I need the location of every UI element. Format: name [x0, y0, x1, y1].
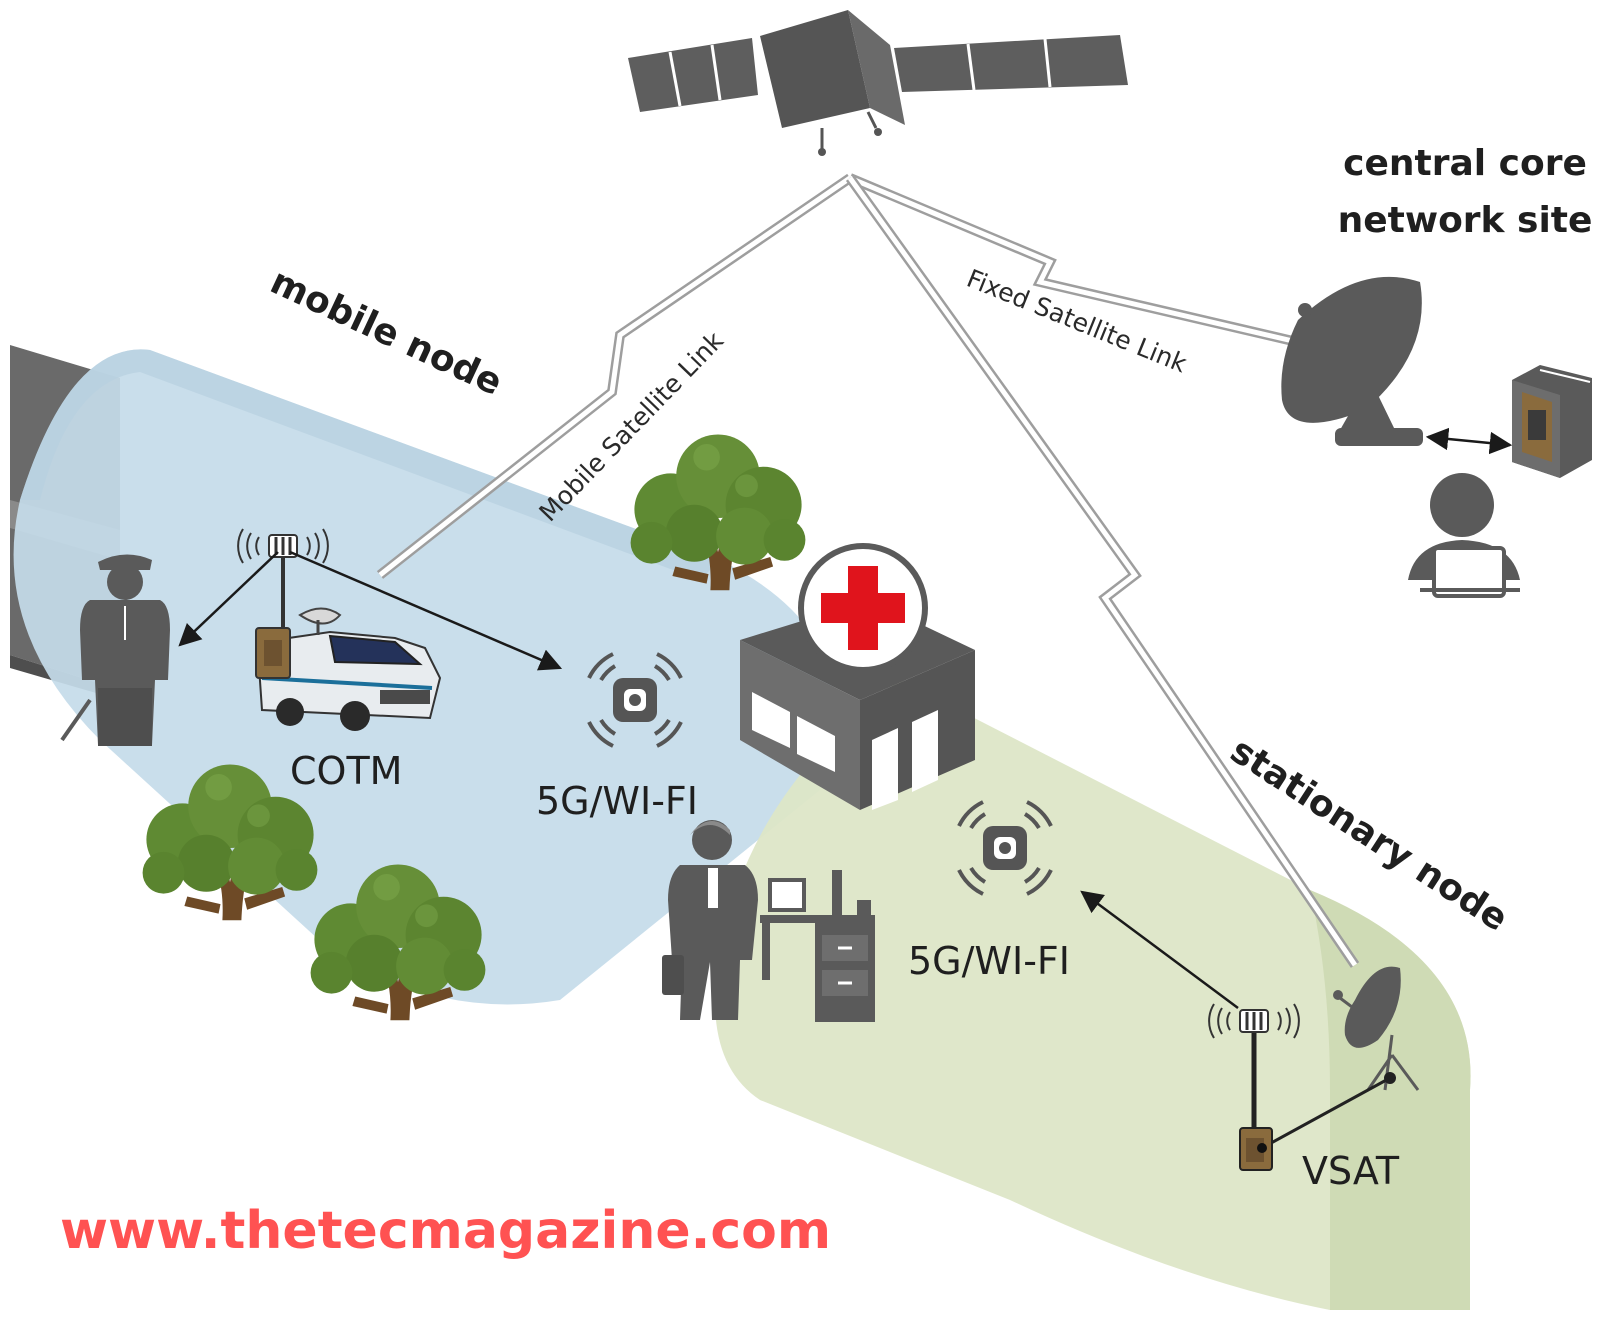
fixed-satellite-link: [848, 173, 1312, 350]
vsat-to-wifi-arrow: [1080, 890, 1239, 1010]
mobile-node-label: mobile node: [264, 261, 508, 404]
watermark-url: www.thetecmagazine.com: [60, 1201, 831, 1261]
server-rack-icon: [1512, 365, 1592, 478]
central-core-label-line1: central core: [1343, 143, 1587, 184]
wifi-stationary-label: 5G/WI-FI: [908, 939, 1070, 983]
vsat-label: VSAT: [1302, 1149, 1400, 1193]
stationary-node-zone: [715, 680, 1471, 1310]
vsat-dish-icon: [1333, 966, 1420, 1091]
police-officer-icon: [60, 554, 170, 746]
doctor-icon: [662, 820, 758, 1020]
hospital-icon: [740, 543, 975, 810]
stationary-satellite-link: [845, 175, 1360, 968]
wifi-mobile-label: 5G/WI-FI: [536, 779, 698, 823]
vsat-cable: [1261, 1076, 1391, 1150]
cotm-to-wifi-arrow: [289, 550, 563, 671]
van-icon: [255, 607, 442, 731]
cotm-label: COTM: [290, 749, 402, 793]
mobile-satellite-link: [376, 173, 853, 579]
fixed-satellite-link-label: Fixed Satellite Link: [963, 264, 1192, 379]
desk-icon: [760, 870, 875, 1022]
ground-station-dish-icon: [1281, 276, 1423, 446]
vsat-unit-icon: [1239, 1127, 1273, 1171]
operator-icon: [1408, 473, 1520, 598]
satellite-icon: [628, 10, 1128, 156]
core-link-arrow: [1425, 427, 1513, 455]
central-core-label-line2: network site: [1338, 200, 1593, 241]
cotm-to-officer-arrow: [178, 551, 279, 647]
